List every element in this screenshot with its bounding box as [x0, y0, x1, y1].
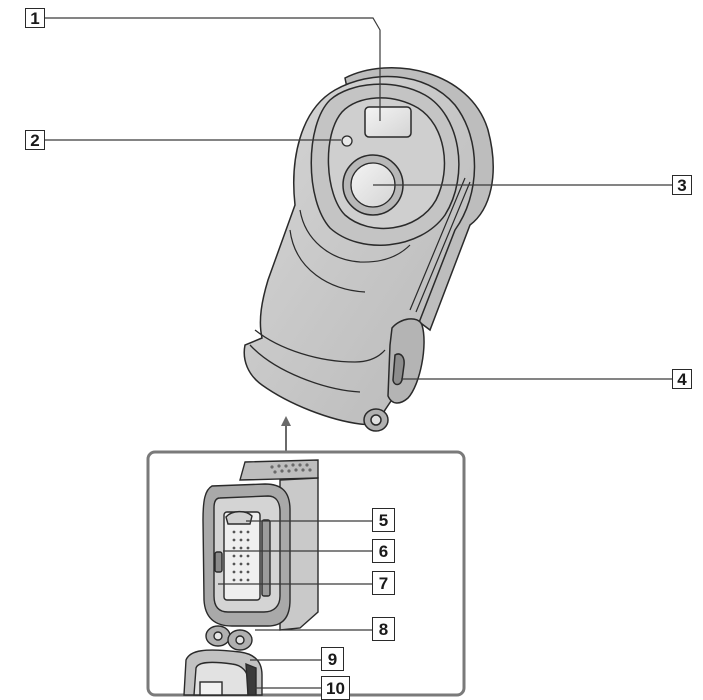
callout-7: 7	[372, 571, 395, 595]
inset-camera-underside	[183, 459, 319, 696]
indicator-dot	[341, 135, 353, 147]
inset-pointer-arrow	[281, 416, 291, 452]
callout-1: 1	[25, 8, 45, 28]
viewfinder-window	[364, 106, 412, 138]
callout-5: 5	[372, 508, 395, 532]
callout-4: 4	[672, 369, 692, 389]
leader-1	[45, 17, 381, 121]
callout-8: 8	[372, 617, 395, 641]
callout-6: 6	[372, 539, 395, 563]
callout-2: 2	[25, 130, 45, 150]
callout-9: 9	[321, 647, 344, 671]
leader-lines	[45, 17, 672, 689]
callout-10: 10	[321, 676, 350, 700]
callout-3: 3	[672, 175, 692, 195]
